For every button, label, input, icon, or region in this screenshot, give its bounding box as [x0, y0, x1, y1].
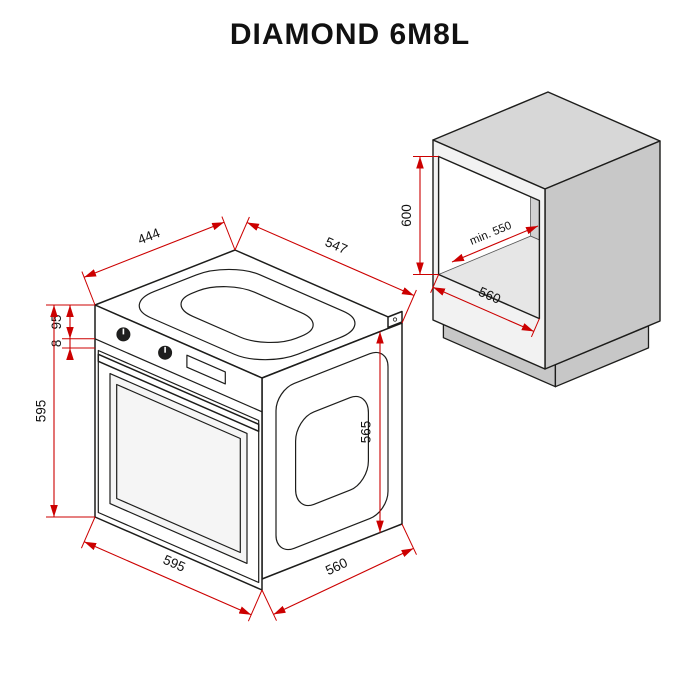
- control-panel-divider: [94, 338, 263, 413]
- dimension-height: 595: [34, 305, 95, 518]
- oven-side-emboss-outer: [276, 347, 388, 556]
- oven-side-emboss-inner: [296, 390, 369, 511]
- page-title: DIAMOND 6M8L: [229, 18, 471, 51]
- dim-label-top-width: 547: [323, 234, 350, 257]
- oven-door-outline: [97, 349, 260, 584]
- control-knob-right: [158, 345, 173, 360]
- dimension-front-gap: 8: [49, 338, 95, 360]
- dim-label-top-depth: 444: [136, 225, 163, 247]
- oven-top-recess-inner: [165, 280, 330, 349]
- control-knob-left: [116, 327, 131, 342]
- dimension-niche-height: 600: [399, 156, 439, 275]
- dim-label-body-height: 565: [359, 421, 374, 444]
- dim-label-panel-height: 95: [49, 314, 64, 329]
- dimension-body-height: 565: [359, 331, 384, 533]
- dimension-width: 595: [80, 516, 263, 622]
- dim-label-height: 595: [34, 400, 49, 423]
- cabinet-drawing: 600 min. 550 560: [399, 91, 661, 388]
- dim-label-niche-height: 600: [399, 204, 414, 227]
- control-display: [186, 354, 226, 385]
- bracket-screw-hole: [392, 317, 398, 322]
- dim-label-front-gap: 8: [49, 340, 64, 348]
- oven-door-handle: [97, 353, 260, 433]
- oven-drawing: 444 547 95 8: [34, 217, 417, 622]
- dimension-panel-height: 95: [46, 304, 95, 340]
- dim-label-depth: 560: [323, 555, 350, 578]
- dim-label-min-depth: min. 550: [468, 220, 513, 248]
